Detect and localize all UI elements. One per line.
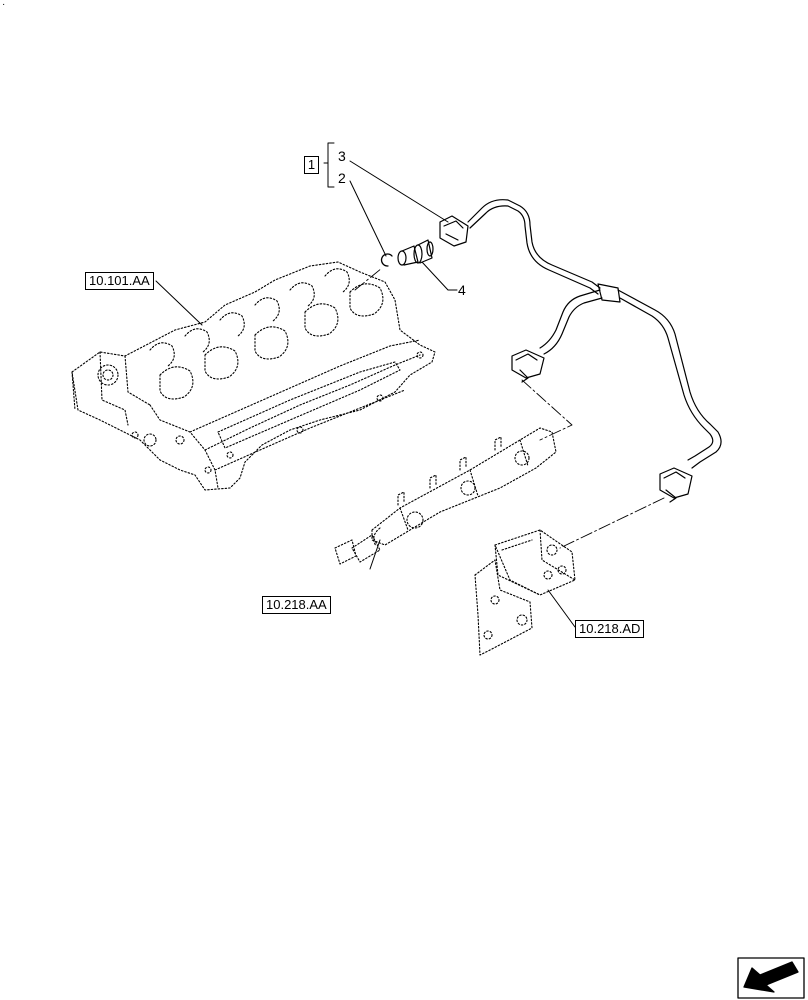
callout-4: 4 — [458, 282, 466, 298]
connector-middle — [511, 349, 545, 383]
fuel-leakoff-line — [467, 199, 722, 469]
bracket — [474, 529, 576, 656]
leader-lines — [155, 142, 576, 628]
callout-group-1: 1 — [304, 156, 319, 174]
callout-3: 3 — [338, 148, 346, 164]
fitting-4 — [397, 239, 434, 266]
connector-top — [439, 215, 469, 247]
fuel-rail — [334, 427, 557, 565]
corner-mark: · — [2, 0, 6, 10]
connector-bottom — [659, 467, 693, 503]
ref-cylinder-head[interactable]: 10.101.AA — [85, 272, 154, 290]
ref-fuel-rail[interactable]: 10.218.AA — [262, 596, 331, 614]
clip-2 — [380, 253, 393, 267]
ref-bracket[interactable]: 10.218.AD — [575, 620, 645, 638]
callout-2: 2 — [338, 170, 346, 186]
alignment-lines — [354, 267, 665, 549]
cylinder-head — [71, 261, 436, 491]
back-arrow-icon — [737, 957, 805, 999]
